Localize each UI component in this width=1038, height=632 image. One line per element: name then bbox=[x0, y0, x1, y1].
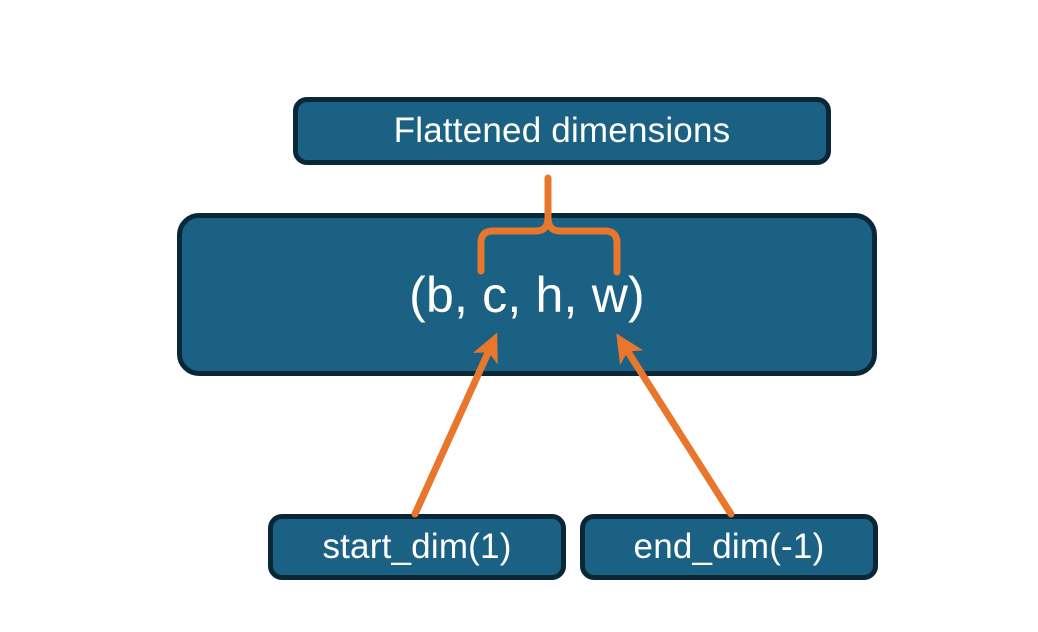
node-flattened-dimensions-label: Flattened dimensions bbox=[393, 111, 731, 150]
node-end-dim[interactable]: end_dim(-1) bbox=[580, 514, 878, 580]
node-flattened-dimensions[interactable]: Flattened dimensions bbox=[293, 97, 831, 165]
node-end-dim-label: end_dim(-1) bbox=[633, 527, 825, 566]
node-tensor-shape[interactable]: (b, c, h, w) bbox=[177, 213, 877, 376]
node-start-dim-label: start_dim(1) bbox=[322, 527, 512, 566]
node-tensor-shape-label: (b, c, h, w) bbox=[409, 267, 645, 323]
node-start-dim[interactable]: start_dim(1) bbox=[268, 514, 566, 580]
